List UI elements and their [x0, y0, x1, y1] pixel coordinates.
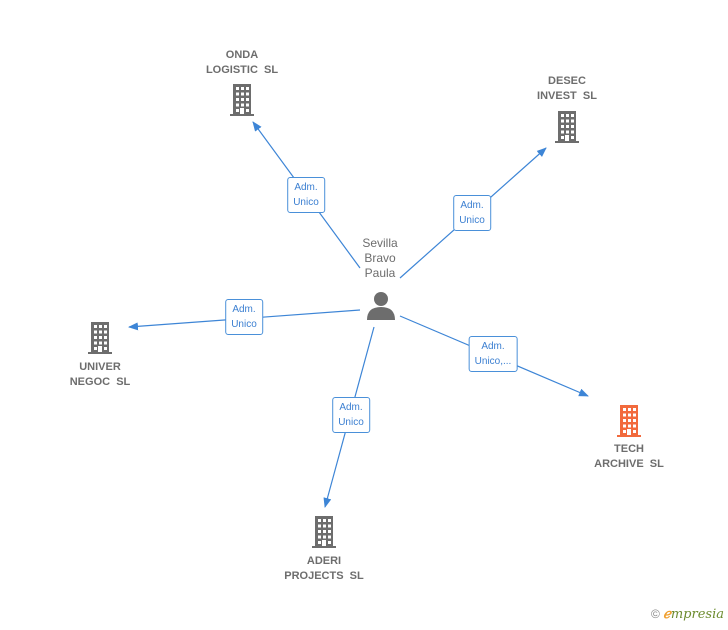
relation-label-onda[interactable]: Adm.Unico [287, 177, 325, 213]
relation-label-tech[interactable]: Adm.Unico,... [468, 336, 518, 372]
empresia-logo[interactable]: ℯmpresia [663, 607, 724, 622]
building-icon[interactable] [88, 322, 112, 354]
building-icon[interactable] [555, 111, 579, 143]
copyright-icon: © [650, 607, 660, 621]
person-icon[interactable] [367, 292, 395, 320]
building-icon[interactable] [617, 405, 641, 437]
copyright-footer: © ℯmpresia [651, 607, 724, 622]
relation-label-aderi[interactable]: Adm.Unico [332, 397, 370, 433]
building-icon[interactable] [312, 516, 336, 548]
relation-label-desec[interactable]: Adm.Unico [453, 195, 491, 231]
building-icon[interactable] [230, 84, 254, 116]
relation-label-univer[interactable]: Adm.Unico [225, 299, 263, 335]
